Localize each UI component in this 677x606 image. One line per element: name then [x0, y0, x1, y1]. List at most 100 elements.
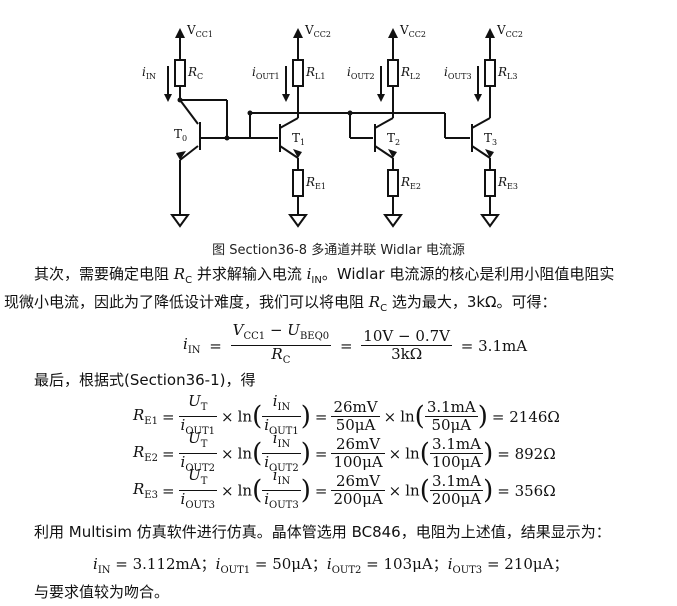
- vcc-sub-0: CC1: [196, 30, 213, 39]
- eq-re-iout-sub-2: OUT1: [269, 426, 299, 437]
- eq-iin-vcc-sub: CC1: [243, 331, 266, 342]
- vcc-sub-3: CC2: [506, 30, 523, 39]
- svg-text:iIN: iIN: [142, 65, 156, 81]
- svg-text:RC: RC: [187, 65, 203, 81]
- eq-re-lhs: R: [133, 480, 145, 498]
- eq-re-iout-sub: OUT2: [185, 463, 216, 474]
- p2-r-symbol: R: [368, 293, 381, 311]
- p2-text-a: 现微小电流，因此为了降低设计难度，我们可以将电阻: [4, 293, 369, 311]
- eq-re-lhs-sub: E3: [144, 490, 158, 501]
- transistor-label-t0: T: [174, 127, 182, 141]
- result-var: i: [447, 555, 453, 573]
- eq-re-ut-sub: T: [200, 476, 208, 487]
- vcc-label-1: V: [304, 23, 314, 37]
- svg-text:VCC1: VCC1: [186, 23, 213, 39]
- eq-re-result: = 892Ω: [497, 444, 556, 463]
- svg-text:iOUT3: iOUT3: [444, 65, 472, 81]
- eq-re-iin: i: [272, 392, 278, 410]
- transistor-sub-t2: 2: [395, 138, 400, 147]
- paragraph-1-line-1: 其次，需要确定电阻 RC 并求解输入电流 iIN。Widlar 电流源的核心是利…: [34, 264, 614, 291]
- resistor-sub-rl3: L3: [507, 72, 517, 81]
- result-sub: OUT3: [452, 565, 483, 576]
- eq-re-ut-sub: T: [200, 402, 208, 413]
- eq-lparen-2: (: [414, 401, 425, 432]
- transistor-sub-t1: 1: [300, 138, 305, 147]
- p2-text-b: 选为最大，3kΩ。可得：: [387, 293, 557, 311]
- figure-caption: 图 Section36-8 多通道并联 Widlar 电流源: [212, 243, 465, 258]
- current-sub-out2: OUT2: [351, 72, 375, 81]
- svg-text:T3: T3: [484, 131, 497, 147]
- eq-lparen: (: [252, 401, 263, 432]
- eq-re-lnden: 50μA: [431, 416, 472, 434]
- eq-sign-2: =: [314, 444, 328, 463]
- result-var: i: [93, 555, 98, 573]
- eq-iin-vcc: V: [232, 321, 244, 339]
- current-sub-in: IN: [146, 72, 156, 81]
- result-var: i: [326, 555, 332, 573]
- svg-text:iOUT1: iOUT1: [252, 65, 280, 81]
- eq-ln-2: ln: [400, 407, 415, 426]
- eq-re-lhs-sub: E1: [144, 416, 158, 427]
- eq-re-iout-2: i: [264, 490, 270, 508]
- eq-re-lnnum: 3.1mA: [424, 398, 478, 417]
- vcc-label-3: V: [496, 23, 506, 37]
- eq-rparen-2: ): [477, 401, 488, 432]
- eq-re-num: 26mV: [331, 398, 380, 417]
- svg-text:VCC2: VCC2: [399, 23, 426, 39]
- equation-iin: iIN = VCC1 − UBEQ0 RC = 10V − 0.7V 3kΩ =…: [183, 322, 527, 369]
- eq-rparen: ): [300, 475, 311, 506]
- eq-times-2: ×: [388, 444, 402, 463]
- eq-times: ×: [221, 407, 234, 426]
- eq-re-lhs: R: [133, 406, 145, 424]
- eq-re-result: = 2146Ω: [491, 407, 560, 426]
- eq-re-iin-sub: IN: [277, 439, 291, 450]
- result-value: = 3.112mA；: [110, 555, 216, 573]
- eq-rparen-2: ): [483, 438, 494, 469]
- eq-re-ut: U: [188, 392, 201, 410]
- eq-re-ut: U: [188, 429, 201, 447]
- eq-times-2: ×: [383, 407, 397, 426]
- eq-re-iout: i: [180, 490, 186, 508]
- current-label-out1: i: [252, 65, 256, 79]
- eq-lparen-2: (: [419, 475, 430, 506]
- paragraph-1-line-2: 现微小电流，因此为了降低设计难度，我们可以将电阻 RC 选为最大，3kΩ。可得：: [4, 292, 557, 319]
- eq-re-iout-2: i: [264, 453, 270, 471]
- resistor-sub-re3: E3: [507, 182, 518, 191]
- svg-text:RE1: RE1: [305, 175, 326, 191]
- resistor-sub-rc: C: [197, 72, 203, 81]
- eq-re-num: 26mV: [331, 473, 385, 491]
- eq-re-den: 50μA: [335, 416, 376, 434]
- eq-re-den: 100μA: [333, 453, 383, 471]
- eq-re-iout-2: i: [264, 416, 270, 434]
- svg-text:iOUT2: iOUT2: [347, 65, 375, 81]
- svg-text:RL3: RL3: [497, 65, 517, 81]
- eq-re-iout-sub-2: OUT3: [269, 500, 299, 511]
- eq-sign-1: =: [209, 336, 222, 355]
- eq-re-lnden: 200μA: [431, 490, 482, 508]
- vcc-label-0: V: [186, 23, 196, 37]
- eq-iin-num2: 10V − 0.7V: [361, 327, 453, 346]
- p1-text-a: 其次，需要确定电阻: [34, 265, 174, 283]
- eq-iin-frac-1: VCC1 − UBEQ0 RC: [230, 321, 332, 369]
- svg-text:T2: T2: [387, 131, 400, 147]
- svg-text:RE2: RE2: [400, 175, 421, 191]
- eq-re-iout-sub-2: OUT2: [269, 463, 299, 474]
- svg-text:T1: T1: [292, 131, 305, 147]
- eq-re-lnden: 100μA: [431, 453, 482, 471]
- resistor-sub-rl1: L1: [315, 72, 325, 81]
- resistor-sub-re2: E2: [410, 182, 421, 191]
- eq-iin-den2: 3kΩ: [391, 345, 423, 363]
- eq-re-ut-sub: T: [200, 439, 208, 450]
- eq-iin-result: = 3.1mA: [460, 336, 528, 355]
- eq-rparen: ): [300, 438, 311, 469]
- p1-r-sub: C: [185, 275, 193, 286]
- eq-re-iin: i: [272, 466, 278, 484]
- eq-iin-ube-sub: BEQ0: [299, 331, 330, 342]
